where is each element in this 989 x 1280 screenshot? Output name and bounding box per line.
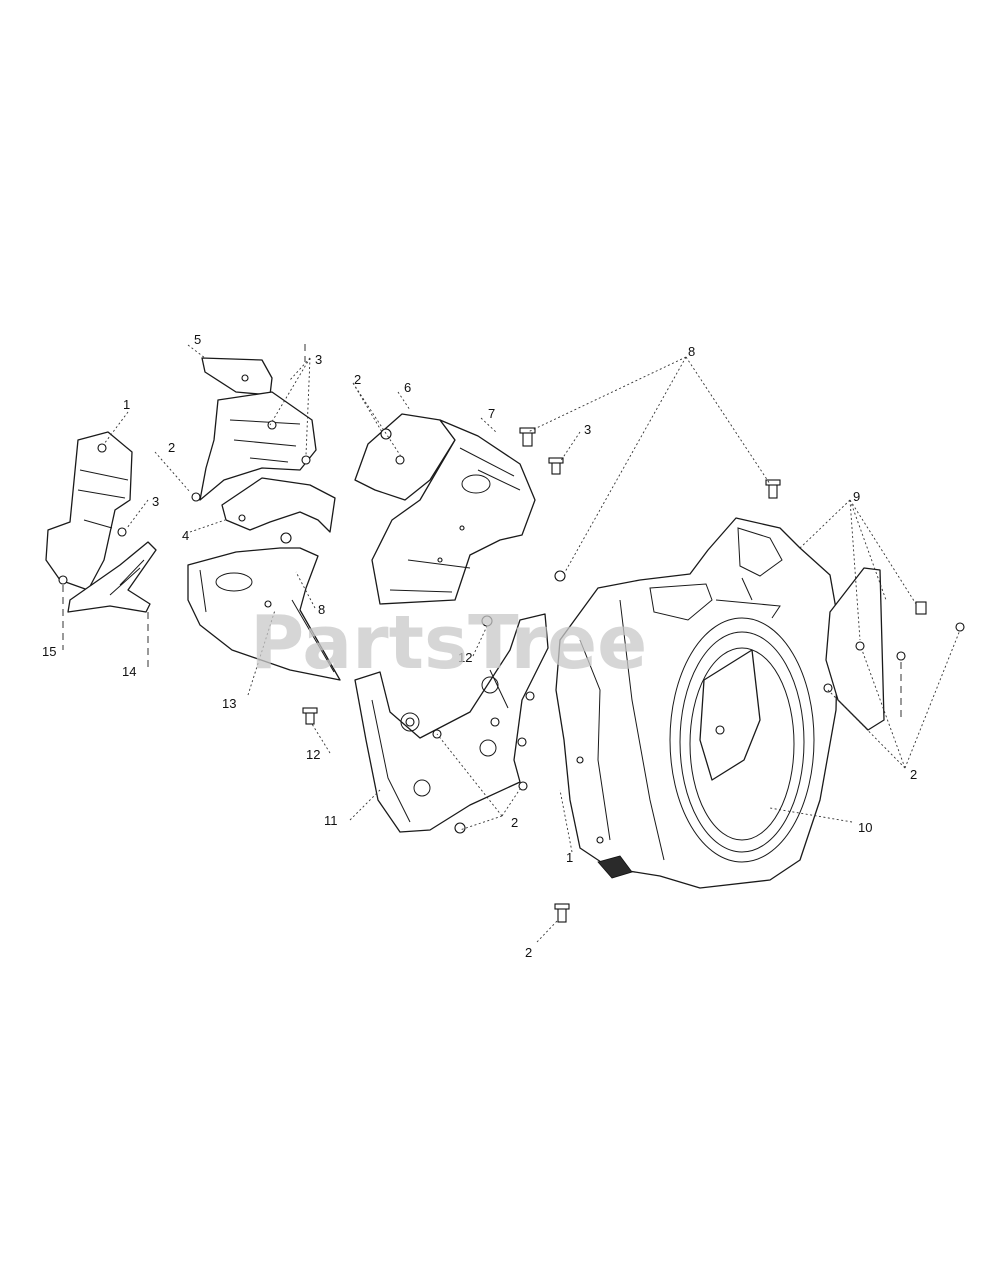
watermark-logo: PartsTree <box>250 600 647 686</box>
callout-9: 9 <box>853 489 860 504</box>
loose-fasteners <box>302 427 781 923</box>
side-panel-part-9[interactable] <box>823 567 965 731</box>
callout-15: 15 <box>42 644 56 659</box>
callout-1-right: 1 <box>566 850 573 865</box>
callout-8-top: 8 <box>688 344 695 359</box>
callout-10: 10 <box>858 820 872 835</box>
baffle-part-11[interactable] <box>354 613 549 833</box>
callout-3-left: 3 <box>152 494 159 509</box>
leader-lines <box>62 344 961 943</box>
callout-12-top: 12 <box>458 650 472 665</box>
callout-3-top: 3 <box>315 352 322 367</box>
callout-7: 7 <box>488 406 495 421</box>
callout-11: 11 <box>324 813 338 828</box>
callout-14: 14 <box>122 664 136 679</box>
callout-8-mid: 8 <box>318 602 325 617</box>
callout-2-mid: 2 <box>511 815 518 830</box>
callout-2-top: 2 <box>354 372 361 387</box>
callout-4: 4 <box>182 528 189 543</box>
bolt-part-3-top[interactable] <box>548 457 564 475</box>
callout-12-lower: 12 <box>306 747 320 762</box>
cowl-section-part-4[interactable] <box>191 391 336 544</box>
callout-13: 13 <box>222 696 236 711</box>
bolt-part-8-right[interactable] <box>765 479 781 499</box>
callout-3-mid: 3 <box>584 422 591 437</box>
callout-2-left: 2 <box>168 440 175 455</box>
shroud-part-13[interactable] <box>187 547 341 681</box>
bolt-part-2-lower[interactable] <box>554 903 570 923</box>
bolt-part-8-top[interactable] <box>519 427 536 447</box>
bracket-part-5[interactable] <box>201 357 273 396</box>
bracket-part-14[interactable] <box>45 431 157 613</box>
callout-1-left: 1 <box>123 397 130 412</box>
duct-part-6[interactable] <box>354 413 456 501</box>
callout-2-right: 2 <box>910 767 917 782</box>
callout-5: 5 <box>194 332 201 347</box>
callout-labels: 5 3 2 6 7 8 3 1 2 3 4 9 8 15 12 14 13 12… <box>42 332 917 960</box>
blower-housing-part-1[interactable] <box>555 517 839 889</box>
duct-part-7[interactable] <box>371 419 536 605</box>
nut-part-8-left[interactable] <box>554 570 566 582</box>
bolt-part-12-lower[interactable] <box>302 707 318 725</box>
callout-2-bottom: 2 <box>525 945 532 960</box>
callout-6: 6 <box>404 380 411 395</box>
